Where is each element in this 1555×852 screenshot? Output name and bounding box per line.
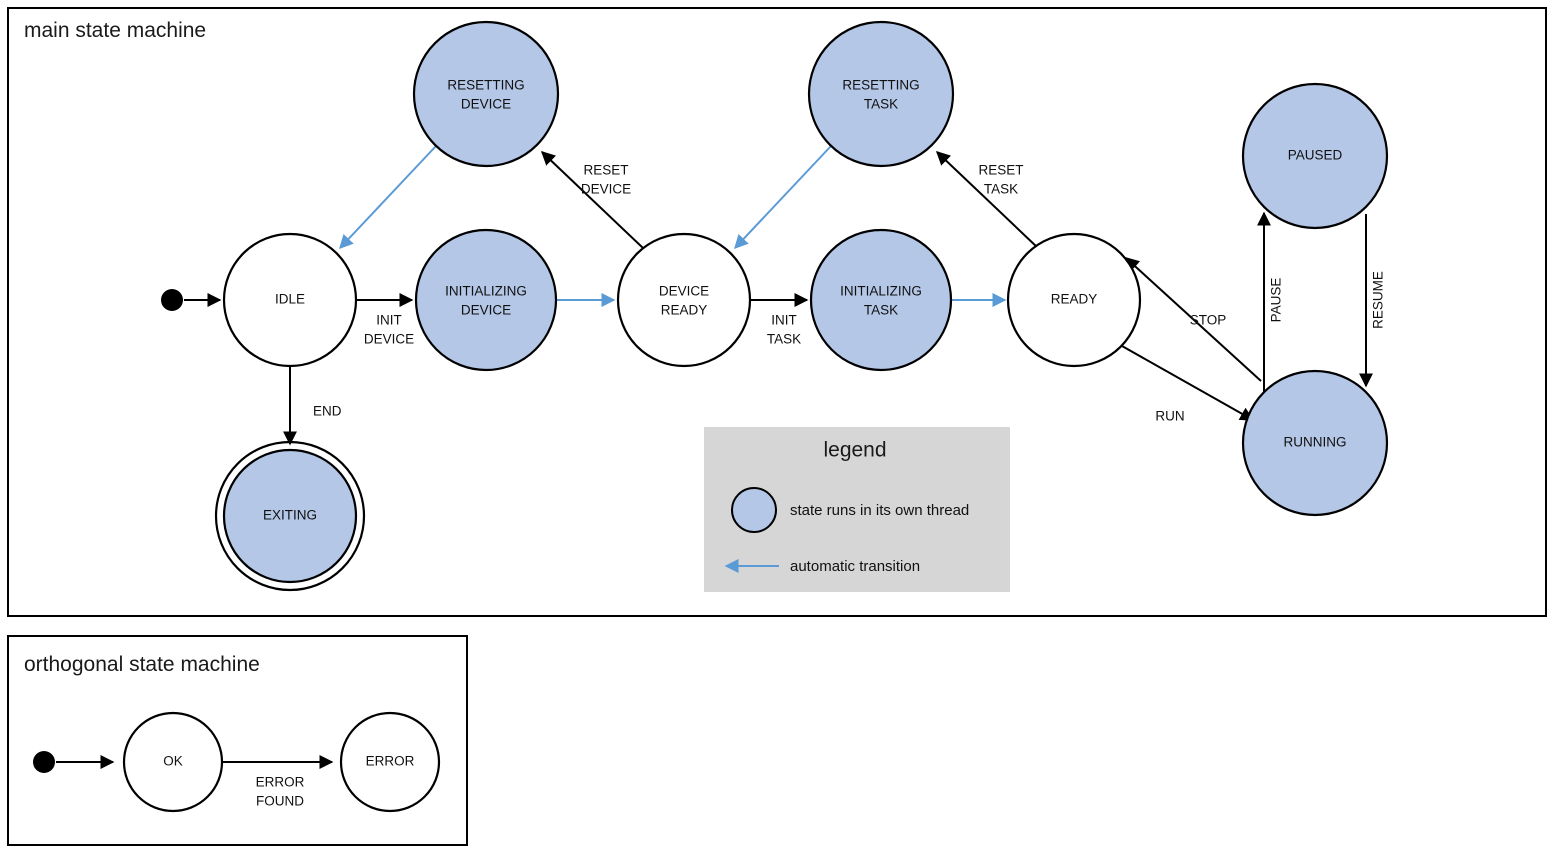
state-ready[interactable]: READY	[1006, 232, 1142, 368]
state-ok[interactable]: OK	[122, 711, 224, 813]
edge-label-init-device-line2: DEVICE	[364, 332, 414, 347]
state-resetting-task-label-line1: RESETTING	[842, 78, 919, 93]
state-paused[interactable]: PAUSED	[1241, 82, 1389, 230]
legend-thread-swatch-icon	[731, 487, 777, 533]
state-resetting-task-label-line2: TASK	[864, 97, 898, 112]
state-ok-label: OK	[163, 754, 183, 769]
state-running-label: RUNNING	[1284, 435, 1347, 450]
state-resetting-device-circle[interactable]	[412, 20, 560, 168]
orthogonal-frame-title: orthogonal state machine	[24, 653, 260, 676]
edge-running-to-ready	[1124, 257, 1262, 382]
edge-ready-to-resetting-task	[935, 151, 1039, 249]
state-paused-circle[interactable]	[1241, 82, 1389, 230]
state-resetting-device[interactable]: RESETTING DEVICE	[412, 20, 560, 168]
edge-resetting-device-to-idle	[339, 145, 437, 250]
edge-label-init-task-line2: TASK	[767, 332, 801, 347]
legend-title: legend	[823, 439, 886, 462]
main-frame-title: main state machine	[24, 19, 206, 42]
edge-device-ready-to-resetting-device	[540, 151, 644, 249]
edge-label-reset-device-line1: RESET	[583, 163, 628, 178]
main-states-layer: IDLE INITIALIZING DEVICE DEVICE READY IN…	[161, 20, 1389, 592]
state-ready-label: READY	[1051, 292, 1098, 307]
orthogonal-states-layer: OK ERROR	[33, 711, 441, 813]
edge-label-end: END	[313, 404, 342, 419]
edge-label-reset-task-line2: TASK	[984, 182, 1018, 197]
state-idle-label: IDLE	[275, 292, 305, 307]
state-device-ready-label-line1: DEVICE	[659, 284, 709, 299]
edge-resetting-task-to-device-ready	[734, 145, 832, 250]
state-resetting-device-label-line1: RESETTING	[447, 78, 524, 93]
state-initializing-task-circle[interactable]	[809, 228, 953, 372]
state-exiting-outer-ring	[214, 440, 366, 592]
state-initializing-device-label-line2: DEVICE	[461, 303, 511, 318]
state-ok-circle[interactable]	[122, 711, 224, 813]
initial-state-dot-main	[161, 289, 183, 311]
state-idle[interactable]: IDLE	[222, 232, 358, 368]
state-error[interactable]: ERROR	[339, 711, 441, 813]
state-initializing-device-label-line1: INITIALIZING	[445, 284, 527, 299]
state-initializing-task-label-line1: INITIALIZING	[840, 284, 922, 299]
state-exiting-circle[interactable]	[222, 448, 358, 584]
state-initializing-task[interactable]: INITIALIZING TASK	[809, 228, 953, 372]
edge-label-error-found-line1: ERROR	[256, 775, 305, 790]
state-initializing-device-circle[interactable]	[414, 228, 558, 372]
state-resetting-device-label-line2: DEVICE	[461, 97, 511, 112]
state-running-circle[interactable]	[1241, 369, 1389, 517]
state-running[interactable]: RUNNING	[1241, 369, 1389, 517]
state-device-ready-circle[interactable]	[616, 232, 752, 368]
edge-label-error-found-line2: FOUND	[256, 794, 304, 809]
state-resetting-task-circle[interactable]	[807, 20, 955, 168]
edge-label-reset-device-line2: DEVICE	[581, 182, 631, 197]
edge-label-init-task-line1: INIT	[771, 313, 797, 328]
state-error-circle[interactable]	[339, 711, 441, 813]
state-idle-circle[interactable]	[222, 232, 358, 368]
state-ready-circle[interactable]	[1006, 232, 1142, 368]
legend: legend state runs in its own thread auto…	[704, 427, 1010, 592]
edge-label-stop: STOP	[1190, 313, 1227, 328]
legend-auto-text: automatic transition	[790, 558, 920, 575]
edge-label-reset-task-line1: RESET	[978, 163, 1023, 178]
state-paused-label: PAUSED	[1288, 148, 1343, 163]
edge-label-resume: RESUME	[1371, 271, 1386, 329]
edge-ready-to-running	[1121, 345, 1255, 421]
state-device-ready-label-line2: READY	[661, 303, 708, 318]
state-initializing-device[interactable]: INITIALIZING DEVICE	[414, 228, 558, 372]
main-transitions-layer: INIT DEVICE INIT TASK RESET DEVICE RESET…	[184, 145, 1386, 446]
state-resetting-task[interactable]: RESETTING TASK	[807, 20, 955, 168]
state-error-label: ERROR	[366, 754, 415, 769]
edge-label-pause: PAUSE	[1269, 278, 1284, 323]
orthogonal-transitions-layer: ERROR FOUND	[56, 755, 334, 809]
state-device-ready[interactable]: DEVICE READY	[616, 232, 752, 368]
state-exiting-label: EXITING	[263, 508, 317, 523]
state-initializing-task-label-line2: TASK	[864, 303, 898, 318]
initial-state-dot-orthogonal	[33, 751, 55, 773]
edge-label-run: RUN	[1155, 409, 1184, 424]
state-exiting[interactable]: EXITING	[214, 440, 366, 592]
edge-label-init-device-line1: INIT	[376, 313, 402, 328]
legend-thread-text: state runs in its own thread	[790, 502, 969, 519]
